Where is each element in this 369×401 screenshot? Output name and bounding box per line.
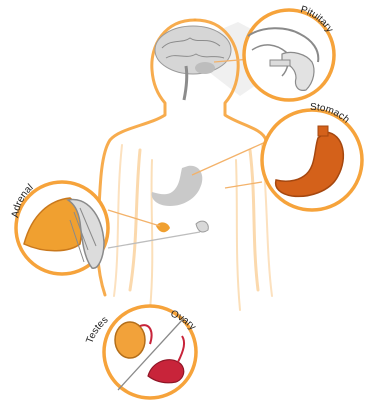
adrenal-in-body [156,221,208,232]
brain-illustration [155,26,231,100]
stomach-callout: Stomach [262,102,362,210]
testes-ovary-callout: Testes Ovary [84,306,197,398]
pituitary-callout: Pituitary [244,4,335,100]
adrenal-callout: Adrenal [10,182,108,274]
stomach-in-body [152,166,203,206]
